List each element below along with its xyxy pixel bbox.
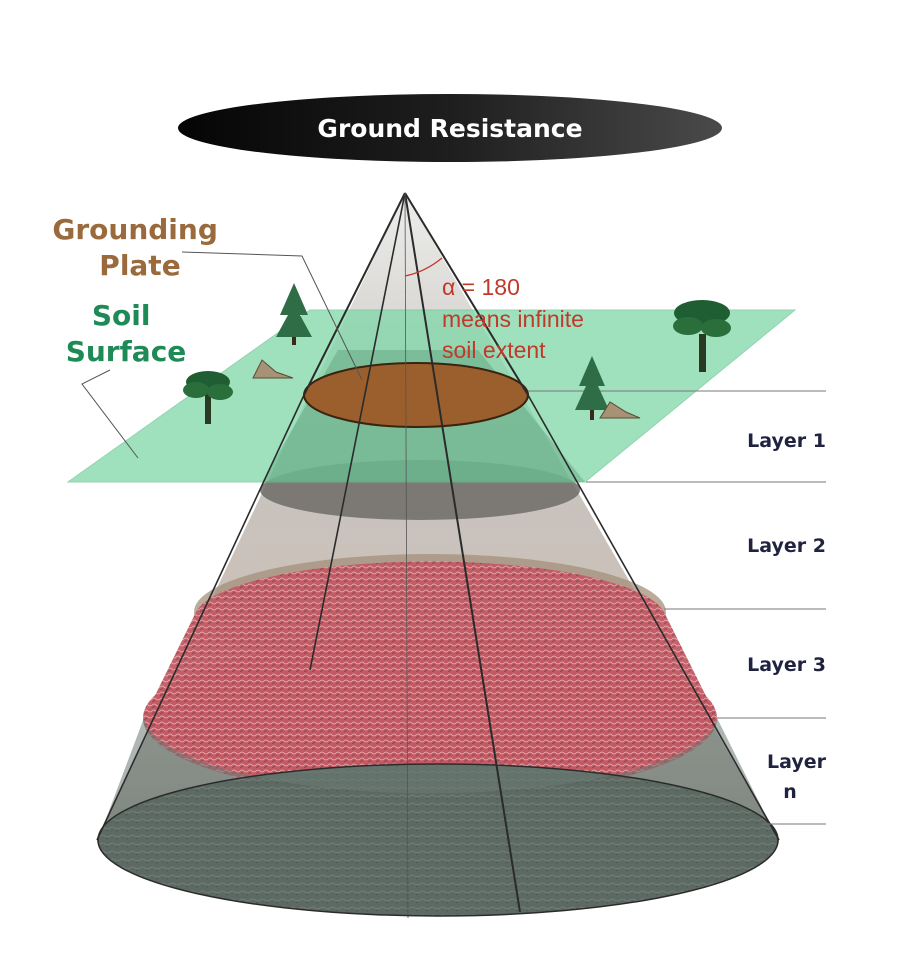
grounding-plate-label-line-1: Grounding (52, 213, 218, 246)
grounding-plate-label-line-2: Plate (99, 249, 180, 282)
alpha-arc (404, 257, 443, 277)
cone-lines (96, 192, 780, 919)
pine-tree-icon (575, 356, 609, 420)
rock-icon (252, 359, 641, 419)
grounding-plate-label: Grounding Plate (52, 213, 227, 282)
layer-3-label: Layer 3 (747, 654, 826, 676)
alpha-note-line-3: soil extent (442, 337, 546, 363)
soil-surface-label-line-1: Soil (92, 299, 151, 332)
leader-lines (81, 251, 363, 459)
title-text: Ground Resistance (317, 114, 582, 143)
tree-icon (183, 371, 233, 424)
title-banner: Ground Resistance (178, 94, 722, 162)
alpha-note-label: α = 180 means infinite soil extent (442, 274, 590, 363)
grounding-plate (303, 362, 529, 428)
layer-dividers (528, 390, 826, 825)
alpha-note-line-2: means infinite (442, 306, 584, 332)
tree-icon (673, 300, 731, 372)
alpha-note-line-1: α = 180 (442, 274, 520, 300)
layer-n-label-line-2: n (783, 781, 797, 803)
layer-n-label-line-1: Layer (767, 751, 827, 773)
layer-1-label: Layer 1 (747, 430, 826, 452)
soil-surface-label-line-2: Surface (66, 335, 187, 368)
layer-n-disc (98, 764, 778, 916)
layer-labels: Layer 1 Layer 2 Layer 3 Layer n (747, 430, 826, 803)
layer-2-label: Layer 2 (747, 535, 826, 557)
pine-tree-icon (276, 283, 312, 345)
soil-surface-label: Soil Surface (66, 299, 187, 368)
